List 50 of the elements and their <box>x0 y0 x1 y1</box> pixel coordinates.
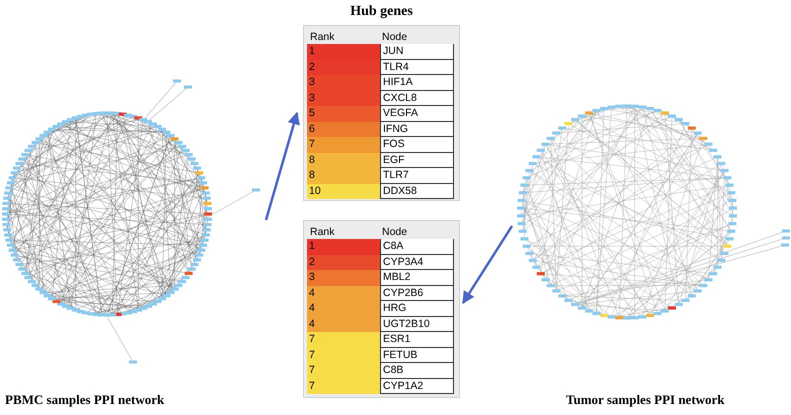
rank-cell: 5 <box>307 106 380 122</box>
gene-cell: FETUB <box>380 348 454 363</box>
gene-cell: TLR4 <box>380 60 454 75</box>
rank-cell: 8 <box>307 152 380 168</box>
rank-cell: 6 <box>307 122 380 137</box>
table-title: Hub genes <box>349 4 414 20</box>
gene-cell: CYP3A4 <box>380 254 454 270</box>
rank-cell: 3 <box>307 270 380 286</box>
column-header: Rank <box>310 30 335 44</box>
column-header: Node <box>382 225 408 239</box>
gene-cell: C8B <box>380 363 454 378</box>
network-caption: PBMC samples PPI network <box>5 392 164 408</box>
gene-cell: CYP1A2 <box>380 378 454 394</box>
gene-cell: ESR1 <box>380 332 454 348</box>
gene-cell: FOS <box>380 137 454 152</box>
gene-cell: JUN <box>380 44 454 60</box>
gene-cell: HRG <box>380 301 454 316</box>
rank-cell: 7 <box>307 332 380 348</box>
gene-cell: CYP2B6 <box>380 286 454 301</box>
column-header: Rank <box>310 225 335 239</box>
column-header: Node <box>382 30 408 44</box>
rank-cell: 4 <box>307 286 380 301</box>
rank-cell: 7 <box>307 348 380 363</box>
gene-cell: VEGFA <box>380 106 454 122</box>
network-caption: Tumor samples PPI network <box>566 392 725 408</box>
rank-cell: 1 <box>307 44 380 60</box>
rank-cell: 4 <box>307 301 380 316</box>
rank-cell: 1 <box>307 239 380 254</box>
gene-cell: C8A <box>380 239 454 254</box>
gene-cell: MBL2 <box>380 270 454 286</box>
gene-cell: CXCL8 <box>380 90 454 106</box>
table-panel <box>303 220 460 398</box>
rank-cell: 3 <box>307 75 380 90</box>
arrow <box>264 112 300 220</box>
gene-cell: IFNG <box>380 122 454 137</box>
arrow <box>462 225 514 304</box>
gene-cell: EGF <box>380 152 454 168</box>
rank-cell: 7 <box>307 137 380 152</box>
gene-cell: DDX58 <box>380 184 454 199</box>
rank-cell: 8 <box>307 168 380 184</box>
rank-cell: 2 <box>307 60 380 75</box>
rank-cell: 10 <box>307 184 380 199</box>
rank-cell: 3 <box>307 90 380 106</box>
gene-cell: HIF1A <box>380 75 454 90</box>
rank-cell: 7 <box>307 378 380 394</box>
gene-cell: UGT2B10 <box>380 316 454 332</box>
gene-cell: TLR7 <box>380 168 454 184</box>
rank-cell: 2 <box>307 254 380 270</box>
rank-cell: 4 <box>307 316 380 332</box>
rank-cell: 7 <box>307 363 380 378</box>
